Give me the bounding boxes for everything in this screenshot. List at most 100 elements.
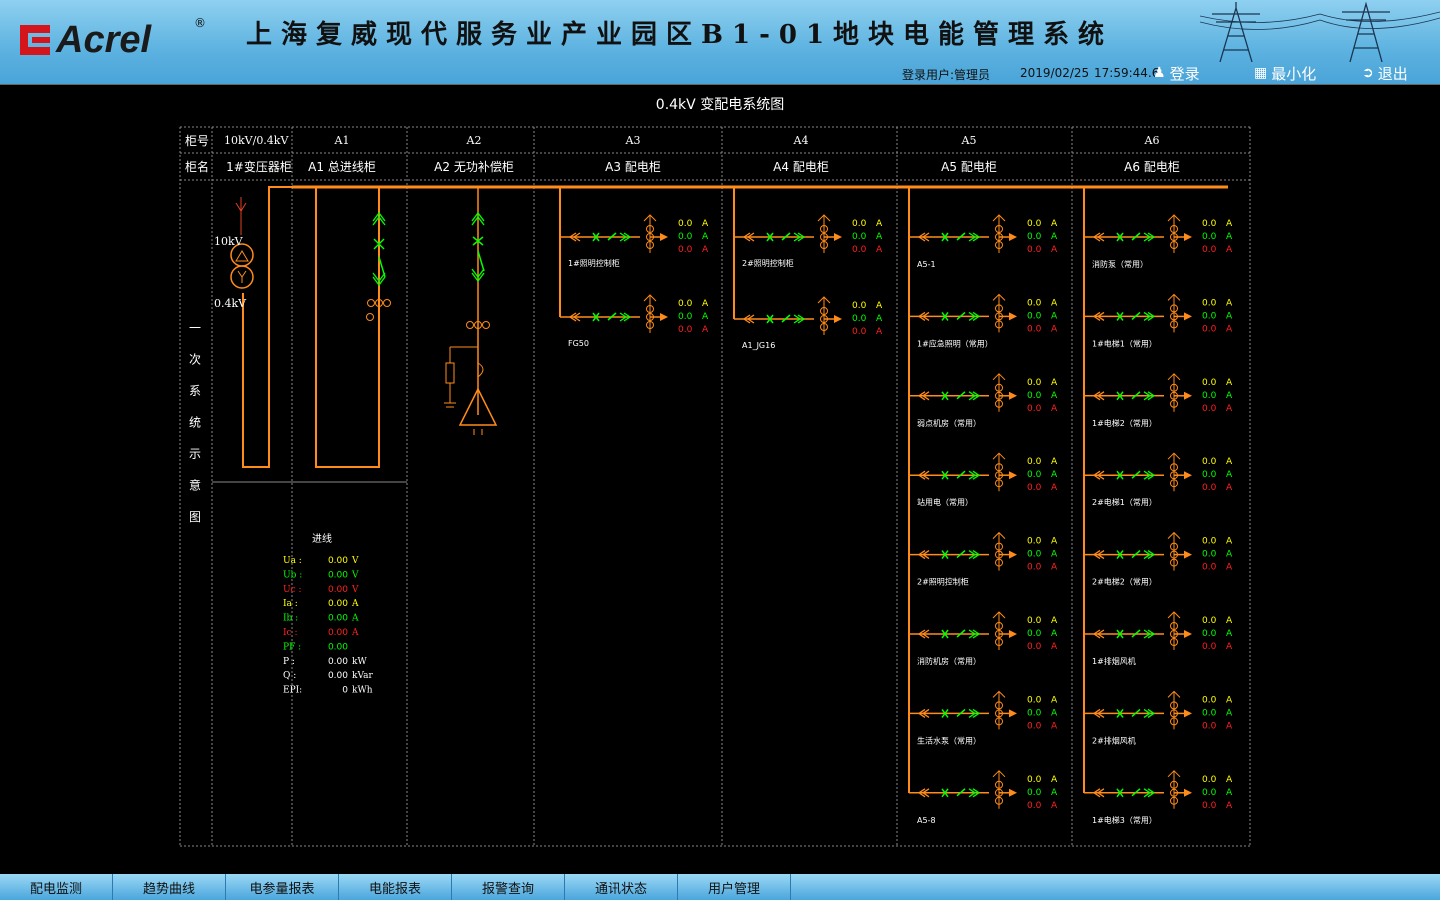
ct-icon	[466, 321, 474, 329]
user-icon: ♟	[1153, 65, 1166, 81]
meter-connection	[992, 770, 1006, 809]
reading-phase-a: 0.0	[1202, 378, 1217, 388]
ct-icon	[482, 321, 490, 329]
feeder-a5-6	[909, 690, 1017, 730]
breaker-x-icon	[1116, 391, 1124, 401]
header-bar: Acrel ® 上海复威现代服务业产业园区B1-01地块电能管理系统 登录用户:…	[0, 0, 1440, 84]
reading-phase-a: 0.0	[1027, 298, 1042, 308]
incoming-unit: A	[351, 614, 359, 624]
reading-phase-b: 0.0	[1202, 470, 1217, 480]
reading-phase-c: 0.0	[1027, 324, 1042, 334]
breaker-contact	[956, 708, 966, 717]
reading-unit-b: A	[1226, 550, 1233, 560]
arrester-icon	[445, 362, 455, 384]
incoming-value: 0	[342, 686, 348, 696]
reading-phase-a: 0.0	[1027, 457, 1042, 467]
login-button-label: 登录	[1169, 64, 1200, 83]
side-label-char: 系	[189, 384, 201, 398]
reading-phase-c: 0.0	[1202, 642, 1217, 652]
incoming-value: 0.00	[328, 671, 348, 681]
breaker-x-icon	[766, 232, 774, 242]
breaker-in-icon	[1092, 629, 1105, 639]
reading-phase-a: 0.0	[1202, 537, 1217, 547]
nav-power-monitor[interactable]: 配电监测	[0, 874, 113, 900]
arrow-right-icon	[1184, 709, 1192, 718]
reading-unit-a: A	[1226, 457, 1233, 467]
breaker-contact	[1131, 232, 1141, 241]
reading-phase-c: 0.0	[678, 245, 693, 255]
breaker-out-icon	[968, 232, 981, 242]
reading-unit-c: A	[1051, 801, 1058, 811]
reading-phase-b: 0.0	[1202, 232, 1217, 242]
breaker-x-icon	[592, 312, 600, 322]
feeder-label: 1#照明控制柜	[568, 258, 620, 268]
transformer-lv-label: 0.4kV	[214, 297, 247, 310]
logo-registered-mark: ®	[194, 16, 206, 30]
feeder-label: 1#电梯1（常用）	[1092, 338, 1157, 348]
feeder-label: 2#电梯1（常用）	[1092, 497, 1157, 507]
breaker-x-icon	[941, 550, 949, 560]
exit-button[interactable]: ➲ 退出	[1362, 62, 1408, 84]
breaker-contact	[1131, 391, 1141, 400]
breaker-out-icon	[1143, 629, 1156, 639]
breaker-in-icon	[1092, 391, 1105, 401]
reading-unit-a: A	[1051, 695, 1058, 705]
reading-phase-c: 0.0	[1202, 245, 1217, 255]
incoming-value: 0.00	[328, 585, 348, 595]
breaker-contact	[956, 311, 966, 320]
reading-unit-b: A	[1051, 311, 1058, 321]
incoming-label: Q :	[283, 671, 296, 681]
feeder-a6-4	[1084, 531, 1192, 571]
cabinet-name-6: A6 配电柜	[1124, 160, 1180, 174]
reading-phase-c: 0.0	[1027, 245, 1042, 255]
meter-connection	[1167, 373, 1181, 412]
minimize-button[interactable]: ▦ 最小化	[1254, 62, 1316, 84]
nav-comm-status[interactable]: 通讯状态	[565, 874, 678, 900]
reading-phase-a: 0.0	[1027, 537, 1042, 547]
reading-unit-b: A	[1051, 788, 1058, 798]
nav-trend-curve[interactable]: 趋势曲线	[113, 874, 226, 900]
cabinet-no-1: A1	[334, 134, 350, 147]
breaker-in-icon	[917, 311, 930, 321]
breaker-in-icon	[568, 312, 581, 322]
incoming-label: Ua :	[283, 556, 302, 566]
meter-connection	[992, 293, 1006, 333]
arrow-right-icon	[1009, 630, 1017, 638]
reading-unit-b: A	[1051, 708, 1058, 718]
feeder-label: A1_JG16	[742, 341, 775, 350]
system-title: 上海复威现代服务业产业园区B1-01地块电能管理系统	[246, 20, 1114, 50]
reading-unit-c: A	[1051, 721, 1058, 731]
reading-phase-b: 0.0	[1202, 788, 1217, 798]
nav-alarm-query[interactable]: 报警查询	[452, 874, 565, 900]
breaker-in-icon	[917, 391, 930, 401]
nav-parameter-report[interactable]: 电参量报表	[226, 874, 339, 900]
nav-user-management[interactable]: 用户管理	[678, 874, 791, 900]
arrow-right-icon	[834, 315, 842, 323]
reading-unit-b: A	[1226, 708, 1233, 718]
arrow-right-icon	[1184, 312, 1192, 321]
breaker-contact	[1131, 470, 1141, 479]
reading-phase-b: 0.0	[678, 232, 693, 242]
ct-icon	[366, 313, 374, 321]
reading-phase-b: 0.0	[678, 312, 693, 322]
reading-unit-b: A	[876, 314, 883, 324]
reading-unit-c: A	[1226, 245, 1233, 255]
breaker-x-icon	[941, 708, 949, 718]
transformer-feed-line	[242, 186, 292, 468]
reading-phase-b: 0.0	[852, 314, 867, 324]
feeder-a4-1	[734, 296, 842, 335]
logo: Acrel ®	[18, 16, 206, 62]
nav-energy-report[interactable]: 电能报表	[339, 874, 452, 900]
feeder-label: 消防机房（常用）	[917, 656, 981, 666]
reading-unit-b: A	[1226, 629, 1233, 639]
breaker-out-icon	[1143, 232, 1156, 242]
login-button[interactable]: ♟ 登录	[1153, 62, 1200, 84]
incoming-label: P :	[283, 657, 295, 667]
feeder-label: 2#照明控制柜	[917, 577, 969, 587]
breaker-x-icon	[373, 238, 385, 250]
breaker-out-icon	[1143, 391, 1156, 401]
meter-connection	[1167, 690, 1181, 730]
breaker-contact	[1131, 550, 1141, 559]
